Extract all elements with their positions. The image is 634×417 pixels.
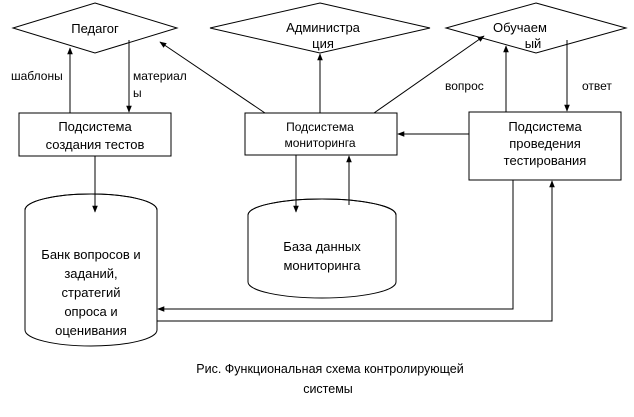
creation-subsystem-box: [18, 112, 172, 157]
testing-subsystem-box: [468, 111, 622, 181]
bank-cylinder-top-rim: [24, 193, 158, 211]
bank-label-line4: опроса и: [64, 304, 117, 319]
edge-label-materials-line1: материал: [133, 69, 187, 83]
caption-line2: системы: [303, 382, 353, 396]
arrow-testing-to-bank: [157, 180, 514, 312]
learner-label-line1: Обучаем: [493, 20, 547, 35]
monitoring-db-label-line1: База данных: [283, 239, 361, 254]
teacher-label: Педагог: [71, 21, 119, 36]
testing-subsystem-label-line1: Подсистема: [508, 119, 582, 134]
testing-subsystem-label-line2: проведения: [509, 136, 581, 151]
arrow-monitoring-to-teacher: [159, 41, 266, 114]
edge-label-question: вопрос: [445, 79, 484, 93]
monitoring-db-top-rim: [247, 198, 397, 216]
monitoring-subsystem-label-line2: мониторинга: [284, 136, 355, 150]
arrow-bank-to-testing: [157, 180, 555, 322]
edge-label-templates: шаблоны: [11, 69, 63, 83]
testing-subsystem-label-line3: тестирования: [504, 153, 587, 168]
monitoring-subsystem-label-line1: Подсистема: [286, 120, 354, 134]
arrow-monitoring-to-learner: [373, 35, 485, 114]
creation-subsystem-label-line2: создания тестов: [46, 137, 145, 152]
monitoring-db-label-line2: мониторинга: [283, 258, 361, 273]
learner-diamond: [444, 2, 628, 54]
teacher-diamond: [11, 2, 179, 54]
bank-label-line2: заданий,: [64, 266, 117, 281]
admin-diamond: [209, 2, 431, 54]
bank-label-line3: стратегий: [62, 285, 121, 300]
edge-label-materials-line2: ы: [133, 86, 142, 100]
monitoring-subsystem-box: [244, 112, 398, 156]
bank-label-line5: оценивания: [55, 323, 127, 338]
edge-label-answer: ответ: [582, 79, 612, 93]
learner-label-line2: ый: [525, 36, 542, 51]
caption-line1: Рис. Функциональная схема контролирующей: [196, 362, 463, 376]
admin-label-line2: ция: [312, 36, 334, 51]
creation-subsystem-label-line1: Подсистема: [58, 119, 132, 134]
admin-label-line1: Администра: [286, 20, 361, 35]
bank-label-line1: Банк вопросов и: [41, 247, 140, 262]
